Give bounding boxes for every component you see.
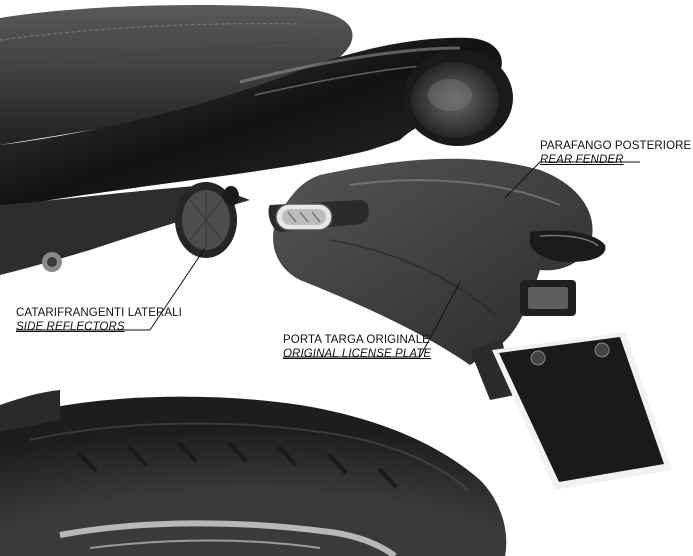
license-plate-label-en: ORIGINAL LICENSE PLATE — [283, 348, 432, 360]
rear-fender-label-en: REAR FENDER — [540, 154, 624, 166]
side-reflectors-callout: CATARIFRANGENTI LATERALI SIDE REFLECTORS — [16, 306, 182, 334]
side-reflectors-label-en: SIDE REFLECTORS — [16, 321, 125, 333]
side-reflectors-label-it: CATARIFRANGENTI LATERALI — [16, 307, 182, 319]
seat — [0, 5, 353, 146]
side-marker-light — [268, 200, 369, 232]
rear-tire — [0, 390, 507, 556]
license-plate-callout: PORTA TARGA ORIGINALE ORIGINAL LICENSE P… — [283, 333, 431, 361]
license-plate-holder — [470, 332, 672, 490]
rear-fender-label-it: PARAFANGO POSTERIORE — [540, 140, 692, 152]
license-plate-label-it: PORTA TARGA ORIGINALE — [283, 334, 430, 346]
plate-light — [520, 280, 576, 316]
turn-signal — [530, 230, 606, 262]
callout-leaders — [16, 161, 640, 358]
side-reflector — [175, 182, 239, 258]
rear-fender-callout: PARAFANGO POSTERIORE REAR FENDER — [540, 139, 691, 167]
tail-light — [403, 50, 513, 146]
